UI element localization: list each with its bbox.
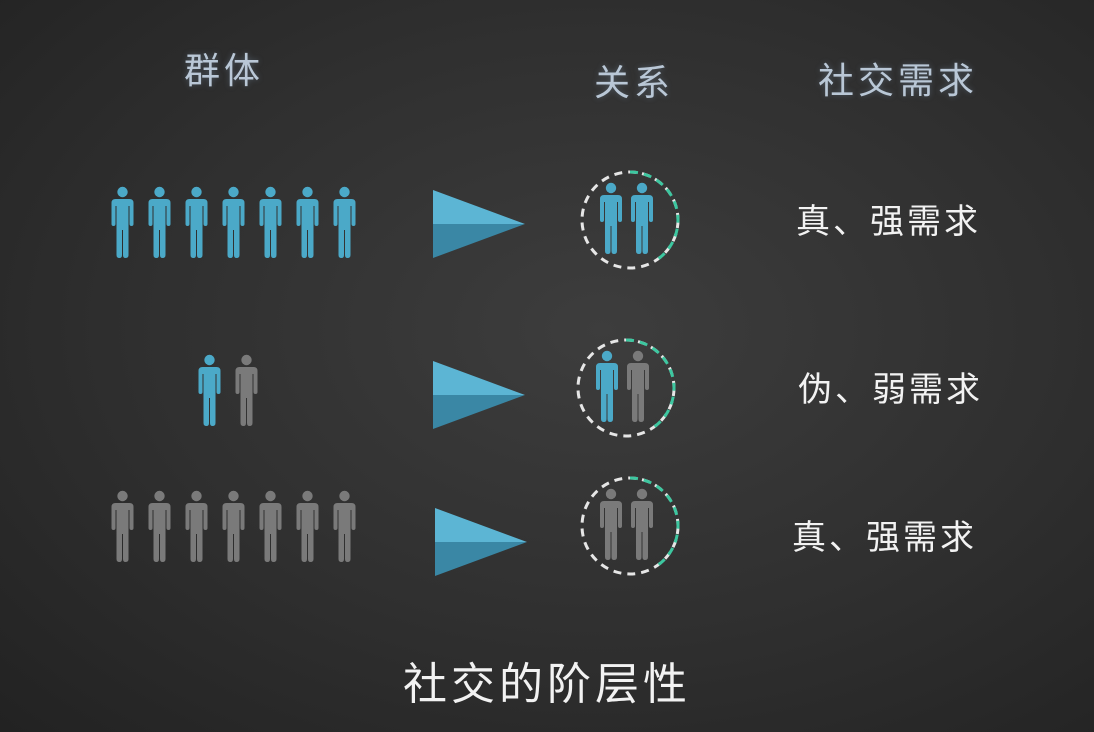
- group-people-row-2: [197, 354, 259, 426]
- social-need-row-3: 真、强需求: [792, 518, 977, 558]
- person-icon: [148, 186, 171, 258]
- arrow-bottom-half: [433, 224, 525, 258]
- dashed-ring-icon: [576, 338, 676, 438]
- relation-header: 关系: [594, 63, 675, 104]
- relation-people-row-2: [595, 350, 650, 422]
- person-icon: [259, 186, 282, 258]
- arrow-bottom-half: [435, 542, 527, 576]
- arrow-icon: [435, 508, 527, 576]
- person-icon: [235, 354, 258, 426]
- social-need-row-2: 伪、弱需求: [798, 370, 983, 410]
- relation-circle-row-3: [578, 474, 682, 578]
- arrow-icon: [433, 190, 525, 258]
- person-icon: [259, 490, 282, 562]
- person-icon: [600, 488, 622, 560]
- person-icon: [222, 186, 245, 258]
- person-icon: [148, 490, 171, 562]
- group-header: 群体: [184, 51, 265, 92]
- person-icon: [333, 490, 356, 562]
- person-icon: [600, 182, 622, 254]
- person-icon: [185, 490, 208, 562]
- relation-people-row-3: [599, 488, 654, 560]
- group-people-row-1: [110, 186, 357, 258]
- person-icon: [296, 186, 319, 258]
- social-need-header: 社交需求: [818, 61, 979, 102]
- group-people-row-3: [110, 490, 357, 562]
- dashed-ring-green: [629, 476, 680, 569]
- dashed-ring-icon: [580, 170, 680, 270]
- arrow-top-half: [433, 361, 525, 395]
- person-icon: [198, 354, 221, 426]
- person-icon: [111, 186, 134, 258]
- person-icon: [631, 182, 653, 254]
- person-icon: [111, 490, 134, 562]
- diagram-title: 社交的阶层性: [403, 659, 691, 710]
- person-icon: [296, 490, 319, 562]
- dashed-ring-icon: [580, 476, 680, 576]
- arrow-top-half: [435, 508, 527, 542]
- person-icon: [222, 490, 245, 562]
- relation-circle-row-2: [574, 336, 678, 440]
- person-icon: [333, 186, 356, 258]
- person-icon: [627, 350, 649, 422]
- relation-people-row-1: [599, 182, 654, 254]
- person-icon: [185, 186, 208, 258]
- arrow-bottom-half: [433, 395, 525, 429]
- relation-circle-row-1: [578, 168, 682, 272]
- person-icon: [631, 488, 653, 560]
- dashed-ring-green: [629, 170, 680, 263]
- dashed-ring-green: [625, 338, 676, 431]
- arrow-top-half: [433, 190, 525, 224]
- arrow-icon: [433, 361, 525, 429]
- social-need-row-1: 真、强需求: [796, 202, 981, 242]
- person-icon: [596, 350, 618, 422]
